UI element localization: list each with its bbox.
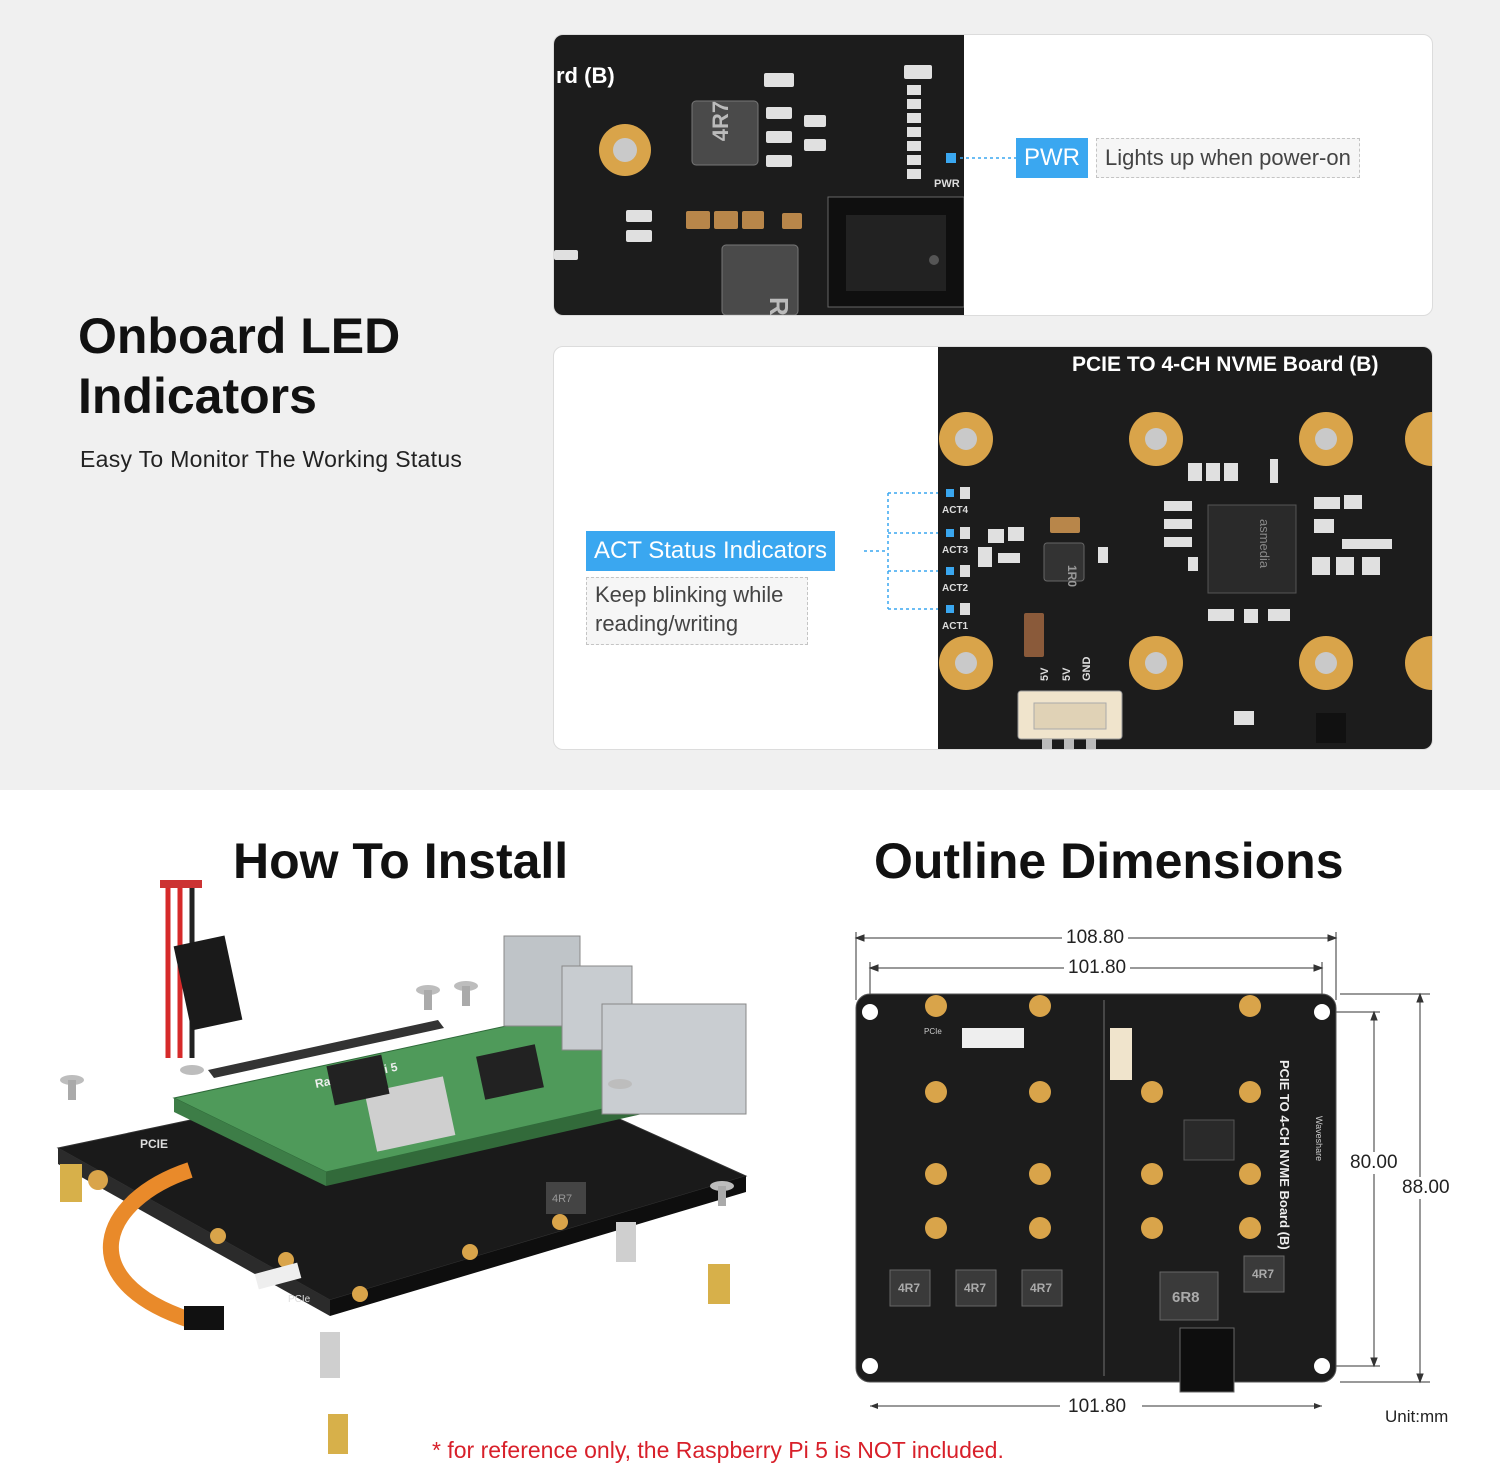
led-section-subtitle: Easy To Monitor The Working Status — [80, 446, 463, 472]
svg-text:5V: 5V — [1061, 667, 1073, 681]
svg-text:Waveshare: Waveshare — [1314, 1116, 1324, 1161]
act-leds: ACT4 ACT3 ACT2 ACT1 — [942, 487, 970, 632]
svg-text:ACT3: ACT3 — [942, 545, 969, 556]
reference-footnote: * for reference only, the Raspberry Pi 5… — [432, 1437, 1004, 1463]
svg-text:4R7: 4R7 — [964, 1281, 986, 1295]
svg-text:4R7: 4R7 — [898, 1281, 920, 1295]
pwr-board-label: rd (B) — [556, 63, 615, 88]
inductor-4r7 — [691, 100, 759, 166]
ethernet-port — [601, 1003, 747, 1115]
act-led-panel: ACT Status Indicators Keep blinking whil… — [553, 346, 1433, 750]
fan-cable — [160, 880, 243, 1058]
gpio-header — [208, 1020, 444, 1078]
dim-width-inner-top: 101.80 — [1064, 957, 1131, 979]
outline-dimensions-drawing: PCIe PCIE TO 4-CH NVME Board (B) Wavesha… — [854, 932, 1430, 1393]
outline-dc-jack — [1179, 1327, 1235, 1393]
act-board-label: PCIE TO 4-CH NVME Board (B) — [1072, 353, 1378, 376]
dim-width-outer: 108.80 — [1062, 927, 1129, 949]
pcie-switch-chip — [1207, 504, 1297, 594]
dim-bottom-line — [870, 1403, 1322, 1409]
outline-title: Outline Dimensions — [874, 833, 1344, 889]
pwr-led-panel: rd (B) 4R7 — [553, 34, 1433, 316]
svg-text:PWR: PWR — [934, 178, 960, 190]
gold-mounting-pads — [939, 412, 1432, 690]
pwr-led — [946, 153, 956, 163]
pwr-tag: PWR — [1016, 138, 1088, 178]
svg-text:ACT1: ACT1 — [942, 621, 969, 632]
pwr-description: Lights up when power-on — [1096, 138, 1360, 178]
svg-text:PCIE: PCIE — [140, 1137, 168, 1151]
svg-text:PCIE TO 4-CH NVME Board (B): PCIE TO 4-CH NVME Board (B) — [1277, 1060, 1292, 1250]
act-leader-lines — [864, 492, 942, 610]
svg-text:ACT4: ACT4 — [942, 505, 969, 516]
outline-board — [855, 993, 1337, 1383]
svg-text:asmedia: asmedia — [1257, 519, 1272, 569]
unit-label: Unit:mm — [1385, 1407, 1449, 1426]
svg-text:4R7: 4R7 — [1030, 1281, 1052, 1295]
svg-text:PCIe: PCIe — [288, 1294, 311, 1305]
svg-text:6R8: 6R8 — [1172, 1289, 1200, 1306]
pwr-leader-line — [960, 157, 1020, 159]
svg-text:4R7: 4R7 — [708, 101, 733, 141]
inductor-1r0 — [1043, 542, 1085, 582]
svg-text:GND: GND — [1081, 657, 1093, 682]
dim-height-inner: 80.00 — [1346, 1152, 1402, 1174]
svg-text:4R7: 4R7 — [552, 1193, 572, 1205]
svg-text:5V: 5V — [1039, 667, 1051, 681]
dim-height-outer: 88.00 — [1398, 1177, 1454, 1199]
svg-text:1R0: 1R0 — [1065, 565, 1079, 587]
pwr-pcb-photo: rd (B) 4R7 — [554, 35, 964, 315]
inductor-r8 — [721, 244, 799, 315]
outline-mounting-pads — [925, 995, 1261, 1239]
fpc-cable — [102, 1162, 193, 1328]
outline-inductors: 4R7 4R7 4R7 6R8 4R7 — [889, 1255, 1285, 1321]
standoffs-and-screws — [60, 981, 734, 1454]
dim-width-inner-bottom: 101.80 — [1064, 1396, 1131, 1418]
act-pcb-photo: PCIE TO 4-CH NVME Board (B) ACT4 ACT3 AC… — [938, 347, 1432, 749]
svg-text:R8: R8 — [764, 297, 794, 315]
svg-text:4R7: 4R7 — [1252, 1267, 1274, 1281]
svg-text:ACT2: ACT2 — [942, 583, 969, 594]
install-title: How To Install — [233, 833, 569, 889]
act-tag: ACT Status Indicators — [586, 531, 835, 571]
svg-text:PCIe: PCIe — [924, 1027, 942, 1036]
install-illustration: PCIE 4R7 PCIe Raspberry Pi 5 — [56, 880, 748, 1454]
